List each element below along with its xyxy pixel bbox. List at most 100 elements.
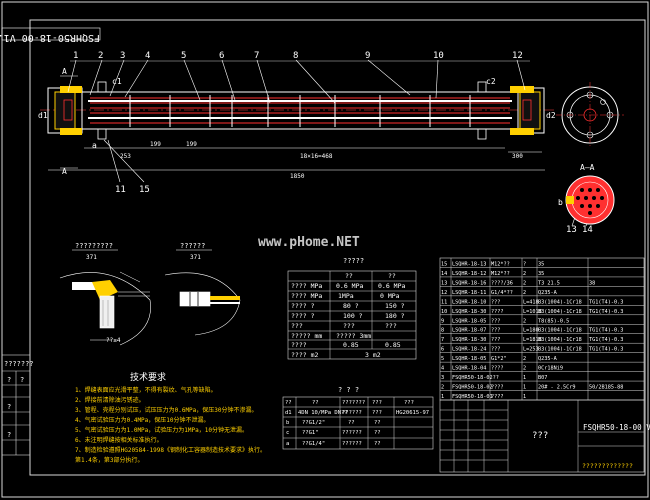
section-a-bottom: A xyxy=(62,167,67,176)
nozzle-table: ? ? ? ?? ?? ??????? ??? ??? d1 4DN 10/MP… xyxy=(282,386,434,450)
margin-q2: ? xyxy=(20,376,24,384)
parts-cell: LSQHR-18-11 xyxy=(452,290,486,296)
tech-line-3: 3、管程、壳程分别试压，试压压力为0.6MPa，保压30分钟不渗漏。 xyxy=(75,406,258,414)
parts-cell: G1/4*?? xyxy=(491,290,513,296)
label-d1: d1 xyxy=(38,111,48,120)
parts-cell: 35 xyxy=(538,271,544,277)
parts-cell: ???? xyxy=(491,309,504,315)
parts-cell: 2 xyxy=(523,271,526,277)
balloon-12: 12 xyxy=(512,51,523,61)
parts-cell: 35 xyxy=(538,261,544,267)
balloon-1: 1 xyxy=(73,51,78,61)
parts-cell: LSQHR-18-30 xyxy=(452,309,486,315)
parts-cell: B3(1004)-1Cr18 xyxy=(538,328,582,334)
tech-line-2: 2、焊接前清除油污锈迹。 xyxy=(75,396,145,404)
parts-cell: ???? xyxy=(491,394,504,400)
parts-cell: ??? xyxy=(491,299,500,305)
balloon-4: 4 xyxy=(145,51,150,61)
spec-r3c0: ???? ? xyxy=(291,312,315,320)
parts-cell: L=418 xyxy=(523,299,539,305)
spec-r4c2: ??? xyxy=(385,322,397,330)
spec-r2c2: 150 ? xyxy=(385,302,405,310)
spec-r6c0: ???? xyxy=(291,341,307,349)
balloon-5: 5 xyxy=(181,51,186,61)
noz-r1c0: b xyxy=(286,420,289,426)
spec-r3c1: 100 ? xyxy=(343,312,363,320)
spec-r2c0: ???? ? xyxy=(291,302,315,310)
noz-r1c2: ?? xyxy=(348,420,355,426)
spec-r4c0: ??? xyxy=(291,322,303,330)
parts-cell: ???? xyxy=(491,366,504,372)
balloon-11: 11 xyxy=(115,185,126,195)
left-margin-block xyxy=(1,354,31,456)
parts-cell: 2 xyxy=(523,290,526,296)
parts-cell: 9 xyxy=(441,318,444,324)
parts-cell: FSQHR50-18-02?? xyxy=(452,375,499,381)
noz-r2c2: ?????? xyxy=(342,430,362,436)
parts-cell: 1 xyxy=(523,375,526,381)
noz-h0: ?? xyxy=(285,400,292,406)
parts-cell: 1 xyxy=(441,394,444,400)
main-assembly-view xyxy=(40,81,555,140)
parts-cell: L=180 xyxy=(523,328,539,334)
noz-r2c0: c xyxy=(286,430,289,436)
parts-cell: TG1(T4)-0.3 xyxy=(589,337,623,343)
parts-cell: 20# - 2.5Cr9 xyxy=(538,385,575,391)
detail-right-dim: 371 xyxy=(190,254,201,261)
tech-line-5: 5、气密试验压力为1.0MPa，试验压力为1MPa，10分钟无泄漏。 xyxy=(75,426,248,434)
noz-r3c1: ??G1/4" xyxy=(302,441,325,447)
spec-r7c1: 3 m2 xyxy=(365,351,381,359)
label-c2: c2 xyxy=(486,77,496,86)
spec-table: ????? ?? ?? ???? MPa 0.6 MPa 0.6 MPa ???… xyxy=(287,257,417,360)
title-block: ??? FSQHR50-18-00 V1.0 ????????????? xyxy=(439,399,650,473)
nozzle-title: ? ? ? xyxy=(338,386,359,394)
margin-q4: ? xyxy=(7,431,11,439)
parts-cell: 1 xyxy=(523,394,526,400)
spec-r0c1: 0.6 MPa xyxy=(336,282,363,290)
parts-cell: 3 xyxy=(441,375,444,381)
parts-cell: FSQHR50-18-01 xyxy=(452,394,493,400)
parts-cell: 38 xyxy=(589,280,595,286)
noz-r0c2: ?????? xyxy=(342,410,362,416)
parts-cell: LSQHR-18-07 xyxy=(452,328,486,334)
balloon-7: 7 xyxy=(254,51,259,61)
noz-h1: ?? xyxy=(312,400,319,406)
balloon-15: 15 xyxy=(139,185,150,195)
section-aa-view xyxy=(565,175,615,225)
parts-cell: LSQHR-18-30 xyxy=(452,337,486,343)
parts-cell: LSQHR-18-13 xyxy=(452,261,486,267)
balloons: 1 2 3 4 5 6 7 8 9 10 11 12 13 14 15 xyxy=(73,51,593,235)
dim-199a: 199 xyxy=(150,141,161,148)
dim-1850: 1850 xyxy=(290,173,305,180)
parts-cell: B3(1004)-1Cr18 xyxy=(538,309,582,315)
noz-r1c3: ?? xyxy=(374,420,381,426)
dim-300: 300 xyxy=(512,153,523,160)
parts-cell: LSQHR-18-04 xyxy=(452,366,486,372)
tech-line-7: 7、制造检验遵照HG20584-1998《钢制化工容器制造技术要求》执行。 xyxy=(75,446,266,454)
balloon-2: 2 xyxy=(98,51,103,61)
parts-cell: LSQHR-18-16 xyxy=(452,280,486,286)
parts-cell: ??? xyxy=(491,337,500,343)
spec-r0c2: 0.6 MPa xyxy=(378,282,405,290)
section-aa-label: A—A xyxy=(580,163,595,172)
dim-pitch: 18×16=468 xyxy=(300,153,333,160)
detail-right-view xyxy=(164,272,241,336)
parts-cell: 8 xyxy=(441,328,444,334)
spec-r0c0: ???? MPa xyxy=(291,282,322,290)
parts-cell: T3 21.5 xyxy=(538,280,560,286)
tech-line-8: 第1.4条，第3部分执行。 xyxy=(75,456,143,464)
spec-r1c2: 0 MPa xyxy=(380,292,400,300)
parts-cell: 15 xyxy=(441,261,447,267)
label-b: b xyxy=(558,198,563,207)
parts-cell: L=253 xyxy=(523,347,539,353)
parts-cell: 2 xyxy=(523,356,526,362)
noz-r3c0: a xyxy=(286,441,289,447)
noz-r2c3: ?? xyxy=(374,430,381,436)
parts-cell: TG1(T4)-0.3 xyxy=(589,347,623,353)
parts-cell: ????/36 xyxy=(491,280,513,286)
parts-cell: T8(85)-0.5 xyxy=(538,318,569,324)
parts-cell: 10 xyxy=(441,309,447,315)
parts-cell: FSQHR50-18-02 xyxy=(452,385,493,391)
